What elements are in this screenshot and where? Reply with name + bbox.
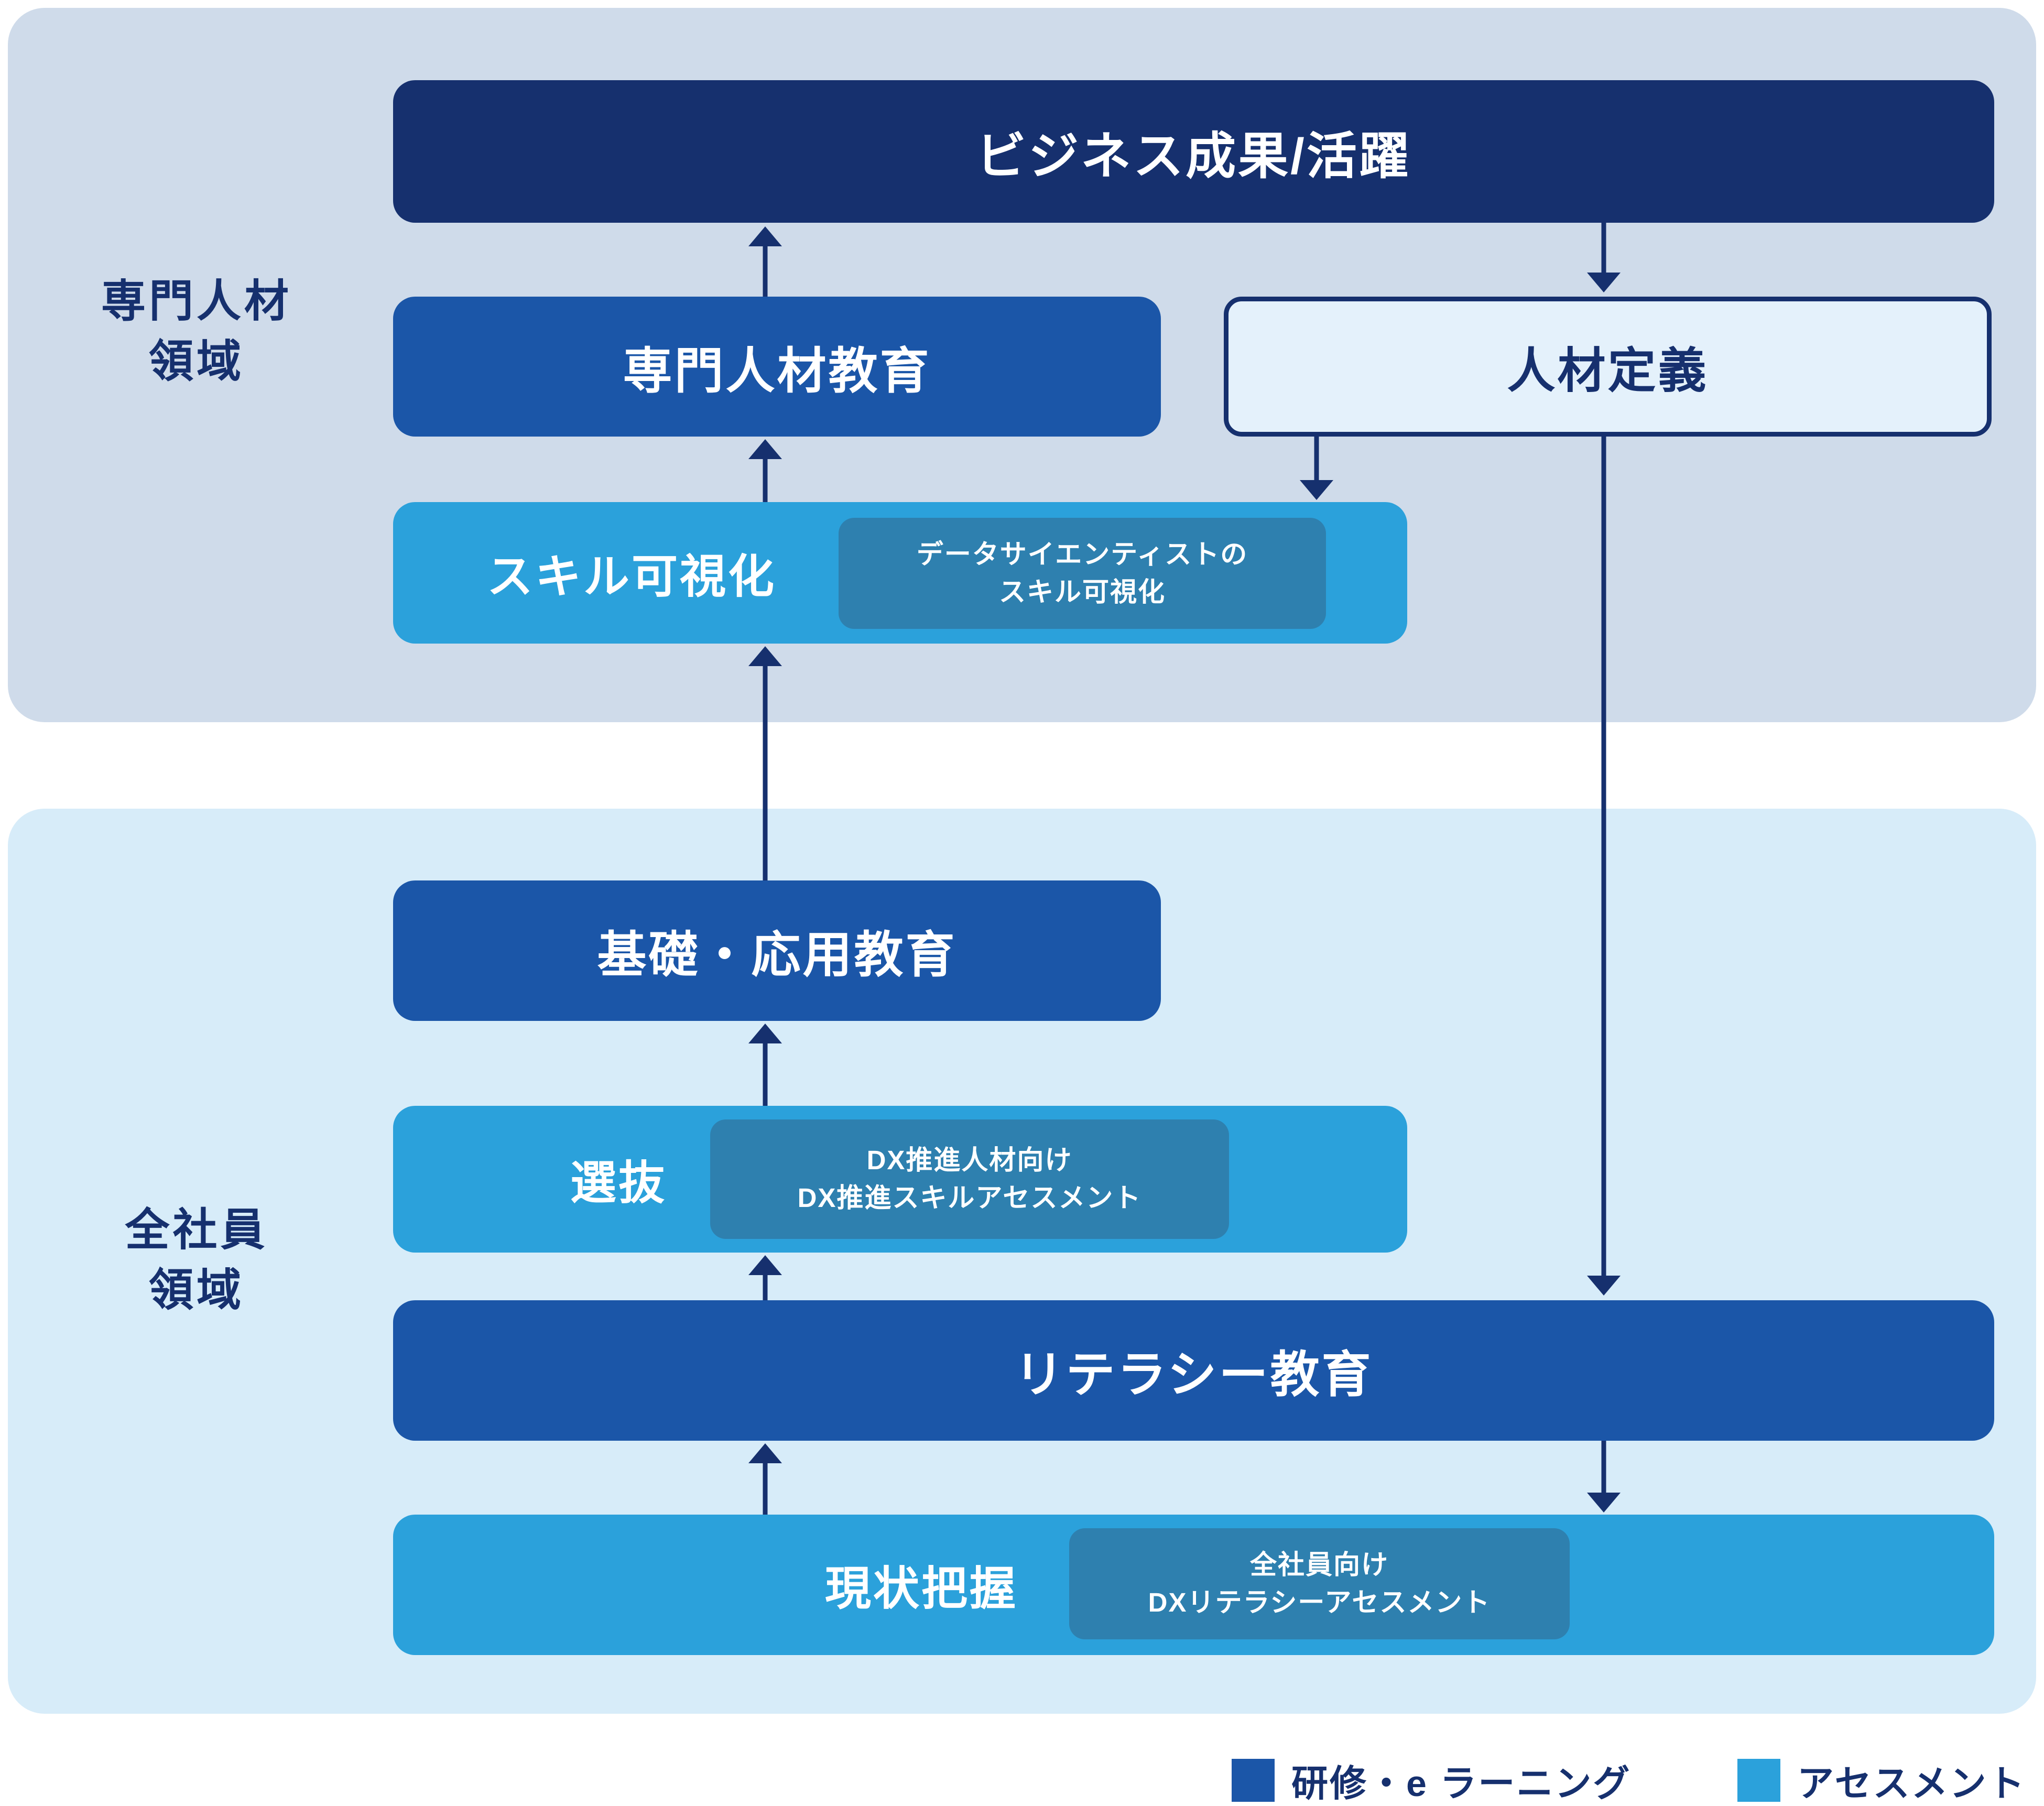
selection-label: 選抜 (570, 1157, 667, 1209)
skill-visualization-note: データサイエンティストの スキル可視化 (839, 518, 1326, 629)
legend: 研修・e ラーニング アセスメント (0, 1757, 2026, 1804)
legend-item-assessment: アセスメント (1737, 1757, 2026, 1804)
skill-visualization-note-line1: データサイエンティストの (916, 539, 1248, 569)
skill-visualization-label: スキル可視化 (486, 550, 777, 603)
all-employees-region-label: 全社員 領域 (50, 1200, 343, 1321)
talent-definition-label: 人材定義 (1507, 344, 1709, 398)
basic-applied-education-label: 基礎・応用教育 (597, 927, 957, 982)
specialist-education-label: 専門人材教育 (623, 343, 931, 398)
all-employees-region-label-line2: 領域 (148, 1266, 244, 1315)
legend-item-training: 研修・e ラーニング (1232, 1757, 1631, 1804)
training-color-swatch (1232, 1759, 1275, 1802)
skill-visualization-note-line2: スキル可視化 (998, 577, 1166, 607)
specialist-region-label-line2: 領域 (148, 337, 244, 387)
selection-note: DX推進人材向け DX推進スキルアセスメント (710, 1119, 1229, 1239)
business-results-label: ビジネス成果/活躍 (976, 128, 1411, 184)
literacy-education-label: リテラシー教育 (1014, 1347, 1373, 1402)
training-legend-label: 研修・e ラーニング (1291, 1763, 1632, 1804)
business-results-box: ビジネス成果/活躍 (393, 80, 1994, 223)
selection-note-line2: DX推進スキルアセスメント (797, 1183, 1142, 1213)
basic-applied-education-box: 基礎・応用教育 (393, 880, 1161, 1021)
skill-visualization-box: スキル可視化 データサイエンティストの スキル可視化 (393, 502, 1407, 644)
specialist-region-label: 専門人材 領域 (50, 271, 343, 392)
selection-note-line1: DX推進人材向け (866, 1145, 1073, 1175)
current-state-note: 全社員向け DXリテラシーアセスメント (1069, 1528, 1570, 1639)
current-state-label: 現状把握 (824, 1562, 1018, 1615)
all-employees-region-label-line1: 全社員 (125, 1205, 268, 1255)
assessment-legend-label: アセスメント (1797, 1763, 2026, 1804)
specialist-region-label-line1: 専門人材 (101, 277, 292, 327)
current-state-note-line1: 全社員向け (1249, 1550, 1389, 1580)
specialist-education-box: 専門人材教育 (393, 297, 1161, 437)
current-state-note-line2: DXリテラシーアセスメント (1148, 1587, 1491, 1617)
selection-box: 選抜 DX推進人材向け DX推進スキルアセスメント (393, 1106, 1407, 1253)
current-state-box: 現状把握 全社員向け DXリテラシーアセスメント (393, 1515, 1994, 1655)
literacy-education-box: リテラシー教育 (393, 1300, 1994, 1441)
assessment-color-swatch (1737, 1759, 1780, 1802)
talent-definition-box: 人材定義 (1224, 297, 1992, 437)
